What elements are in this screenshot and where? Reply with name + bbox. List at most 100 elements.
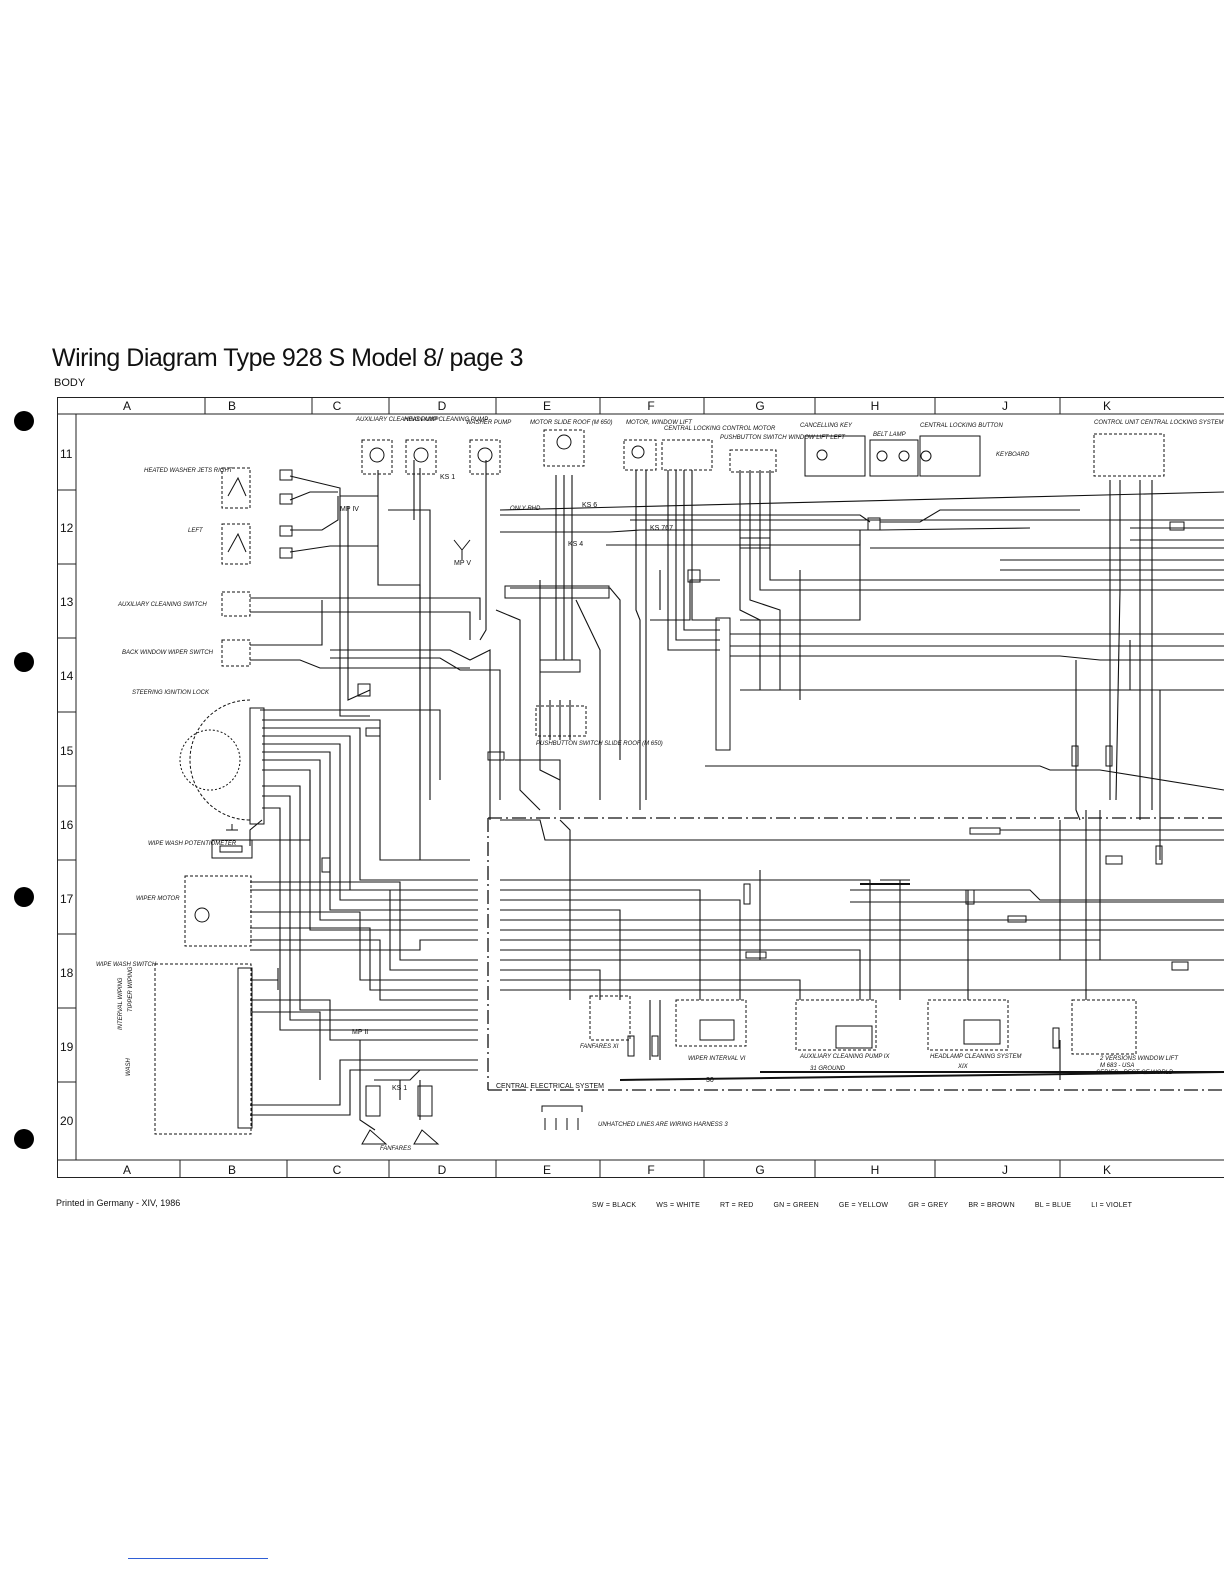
row-label: 15 [60, 744, 74, 758]
column-label: H [871, 1163, 880, 1177]
binder-hole [14, 652, 34, 672]
legend-item: GR = GREY [908, 1202, 949, 1209]
label-wiper-motor: WIPER MOTOR [136, 896, 180, 902]
column-label: D [438, 399, 447, 413]
label-ks4: KS 4 [568, 541, 583, 548]
column-label: A [123, 399, 131, 413]
relay-wiper-interval [675, 999, 747, 1047]
label-fanfares: FANFARES [380, 1146, 411, 1152]
junction-box [321, 517, 1189, 971]
washer-pump [469, 439, 501, 475]
label-wiper-interval: WIPER INTERVAL VI [688, 1056, 746, 1062]
fuse [627, 745, 1163, 1057]
steering-ignition-lock [179, 699, 265, 825]
column-label: B [228, 399, 236, 413]
column-label: K [1103, 399, 1111, 413]
label-control-unit: CONTROL UNIT CENTRAL LOCKING SYSTEM [1094, 420, 1223, 426]
relay-window-lift [1071, 999, 1137, 1055]
column-label: G [755, 1163, 764, 1177]
label-mp-ii: MP II [352, 1029, 368, 1036]
label-ks767: KS 767 [650, 525, 673, 532]
relay-aux-cleaning-pump [795, 999, 877, 1051]
label-central-locking-motor: CENTRAL LOCKING CONTROL MOTOR [664, 426, 776, 432]
column-label: G [755, 399, 764, 413]
column-label: F [647, 399, 654, 413]
label-wash: WASH [126, 1057, 132, 1076]
page-subtitle: BODY [54, 377, 86, 389]
column-band [57, 397, 1224, 1178]
label-tipper-wiping: TIPPER WIPING [128, 966, 134, 1012]
column-label: J [1002, 399, 1008, 413]
label-washer-pump: WASHER PUMP [466, 420, 511, 426]
label-ks6: KS 6 [582, 502, 597, 509]
label-aux-cleaning-switch: AUXILIARY CLEANING SWITCH [117, 602, 207, 608]
heated-washer-jet-right [221, 467, 293, 509]
column-label: D [438, 1163, 447, 1177]
label-unhatched-note: UNHATCHED LINES ARE WIRING HARNESS 3 [598, 1122, 728, 1128]
legend-item: SW = BLACK [592, 1202, 637, 1209]
label-wipe-wash-switch: WIPE WASH SWITCH [96, 962, 157, 968]
column-label: B [228, 1163, 236, 1177]
column-label: E [543, 1163, 551, 1177]
row-label: 11 [60, 447, 73, 461]
row-label: 13 [60, 595, 74, 609]
wires [249, 460, 1224, 1131]
central-locking-motor [661, 439, 713, 471]
label-cancelling-key: CANCELLING KEY [800, 423, 853, 429]
belt-lamp [869, 439, 919, 477]
column-label: F [647, 1163, 654, 1177]
label-window-lift-versions: 2 VERSIONS WINDOW LIFT [1099, 1056, 1179, 1062]
row-label: 19 [60, 1040, 74, 1054]
column-label: C [333, 1163, 342, 1177]
legend-item: RT = RED [720, 1202, 754, 1209]
label-headlamp-cleaning-sys: HEADLAMP CLEANING SYSTEM [930, 1054, 1021, 1060]
binder-hole [14, 887, 34, 907]
label-keyboard: KEYBOARD [996, 452, 1030, 458]
label-mp-v: MP V [454, 560, 471, 567]
label-fanfares-xi: FANFARES XI [580, 1044, 619, 1050]
column-label: A [123, 1163, 131, 1177]
legend-item: GE = YELLOW [838, 1202, 889, 1209]
label-aux-cleaning-pump-ix: AUXILIARY CLEANING PUMP IX [799, 1054, 890, 1060]
ground-symbol-icon [226, 824, 238, 831]
motor-slide-roof [543, 429, 585, 467]
fanfares-horn [361, 1085, 440, 1145]
binder-hole [14, 411, 34, 431]
label-central-electrical-system: CENTRAL ELECTRICAL SYSTEM [496, 1083, 604, 1090]
label-steering-ignition-lock: STEERING IGNITION LOCK [132, 690, 210, 696]
heated-washer-jet-left [221, 523, 293, 565]
label-30: 30 [706, 1077, 714, 1084]
relay-fanfares [589, 995, 631, 1041]
label-interval-wiping: INTERVAL WIPING [118, 977, 124, 1030]
label-pushbutton-slide-roof: PUSHBUTTON SWITCH SLIDE ROOF (M 650) [536, 741, 663, 747]
row-label: 12 [60, 521, 74, 535]
column-label: H [871, 399, 880, 413]
mp-v-icon [453, 539, 471, 560]
legend-item: LI = VIOLET [1091, 1202, 1133, 1209]
slide-roof-connector [504, 585, 610, 737]
label-m683-usa: M 683 - USA [1100, 1063, 1134, 1069]
multi-connector [715, 537, 771, 751]
headlamp-cleaning-pump [405, 439, 437, 475]
binder-hole [14, 1129, 34, 1149]
label-ground-31: 31 GROUND [810, 1066, 846, 1072]
column-label: C [333, 399, 342, 413]
row-label: 17 [60, 892, 74, 906]
control-unit [1093, 433, 1165, 477]
back-window-wiper-switch [221, 639, 251, 667]
bottom-link-line [128, 1558, 268, 1559]
label-aux-cleaning-pump: AUXILIARY CLEANING PUMP [355, 417, 438, 423]
wipe-wash-potentiometer [211, 839, 253, 859]
cancelling-key [804, 435, 866, 477]
wiper-motor [184, 875, 252, 947]
label-belt-lamp: BELT LAMP [873, 432, 906, 438]
legend-item: BR = BROWN [968, 1202, 1015, 1209]
label-wipe-wash-potentiometer: WIPE WASH POTENTIOMETER [148, 841, 237, 847]
row-label: 16 [60, 818, 74, 832]
label-ks1: KS 1 [440, 474, 455, 481]
column-label: K [1103, 1163, 1111, 1177]
printed-note: Printed in Germany - XIV, 1986 [56, 1198, 181, 1208]
label-headlamp-cleaning-pump: HEADLAMP CLEANING PUMP [404, 417, 488, 423]
legend-item: GN = GREEN [773, 1202, 819, 1209]
